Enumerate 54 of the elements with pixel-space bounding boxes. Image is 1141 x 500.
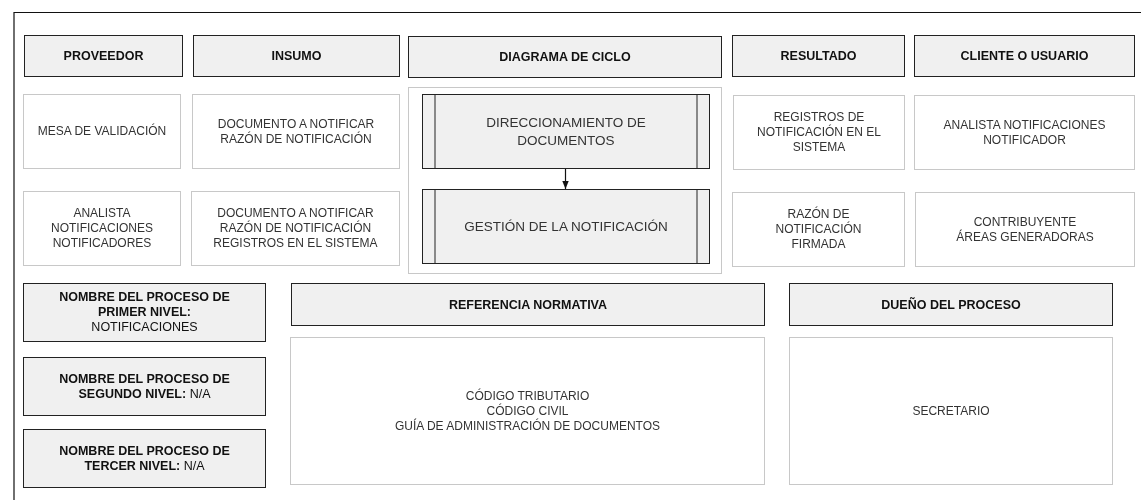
subprocess-box (422, 189, 710, 264)
info-box (915, 192, 1135, 267)
subprocess-label: GESTIÓN DE LA NOTIFICACIÓN (464, 217, 668, 236)
info-box (191, 191, 400, 266)
process-name-label: NOMBRE DEL PROCESO DE SEGUNDO NIVEL: N/A (58, 371, 231, 402)
header-label: DUEÑO DEL PROCESO (881, 297, 1021, 312)
box-text: MESA DE VALIDACIÓN (37, 124, 167, 139)
box-text: RAZÓN DE NOTIFICACIÓN FIRMADA (774, 207, 863, 252)
box-text: ANALISTA NOTIFICACIONES (51, 206, 153, 236)
info-box (914, 95, 1135, 170)
column-header (789, 283, 1113, 326)
process-name-box (23, 429, 266, 488)
arrow (562, 168, 569, 190)
info-box (23, 191, 181, 266)
column-header (193, 35, 400, 77)
info-box (290, 337, 765, 485)
header-label: PROVEEDOR (63, 49, 144, 63)
header-label: REFERENCIA NORMATIVA (448, 297, 608, 312)
column-header (24, 35, 183, 77)
box-text: RAZÓN DE NOTIFICACIÓN (219, 221, 372, 236)
box-text: SECRETARIO (912, 403, 990, 419)
box-text: REGISTROS DE NOTIFICACIÓN EN EL SISTEMA (756, 110, 882, 155)
process-name-box (23, 283, 266, 342)
header-label: INSUMO (271, 49, 322, 63)
column-header (291, 283, 765, 326)
column-header (408, 36, 722, 78)
subprocess-label: DIRECCIONAMIENTO DE DOCUMENTOS (485, 113, 647, 150)
box-text: GUÍA DE ADMINISTRACIÓN DE DOCUMENTOS (394, 418, 661, 434)
header-label: RESULTADO (780, 49, 857, 63)
box-text: RAZÓN DE NOTIFICACIÓN (220, 131, 372, 147)
subprocess-box (422, 94, 710, 169)
process-name-label: NOMBRE DEL PROCESO DE PRIMER NIVEL: NOTIFICACIONES (58, 290, 231, 335)
info-box (789, 337, 1113, 485)
column-header (732, 35, 905, 77)
header-label: CLIENTE O USUARIO (960, 49, 1089, 63)
info-box (192, 94, 400, 169)
box-text: REGISTROS EN EL SISTEMA (213, 236, 378, 251)
info-box (733, 95, 905, 170)
header-label: DIAGRAMA DE CICLO (499, 50, 631, 64)
box-text: NOTIFICADOR (983, 132, 1066, 148)
box-text: DOCUMENTO A NOTIFICAR (217, 116, 375, 131)
box-text: ÁREAS GENERADORAS (956, 229, 1094, 245)
column-header (914, 35, 1135, 77)
cycle-diagram-panel (408, 87, 722, 274)
process-name-box (23, 357, 266, 416)
box-text: ANALISTA NOTIFICACIONES (943, 117, 1106, 133)
info-box (732, 192, 905, 267)
process-name-label: NOMBRE DEL PROCESO DE TERCER NIVEL: N/A (58, 443, 231, 474)
box-text: NOTIFICADORES (52, 236, 152, 251)
box-text: CÓDIGO CIVIL (486, 403, 569, 418)
box-text: CONTRIBUYENTE (973, 214, 1077, 229)
box-text: CÓDIGO TRIBUTARIO (465, 388, 590, 403)
box-text: DOCUMENTO A NOTIFICAR (217, 206, 374, 220)
info-box (23, 94, 181, 169)
